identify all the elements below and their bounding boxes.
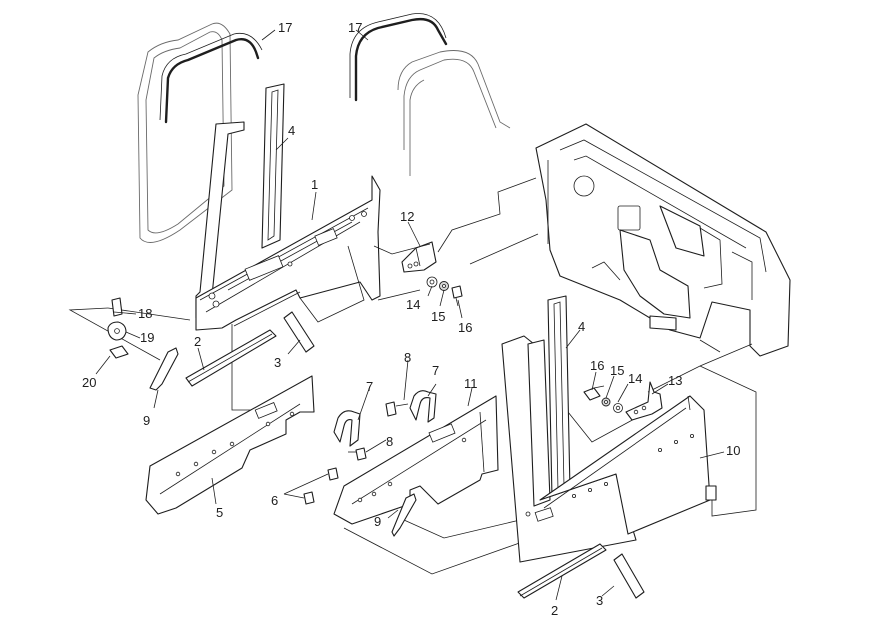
callout-16-upper: 16 bbox=[458, 320, 472, 335]
lower-panel-middle bbox=[333, 395, 499, 525]
callout-15-upper: 15 bbox=[431, 309, 445, 324]
pillar-left bbox=[261, 83, 285, 249]
bolt-upper bbox=[385, 401, 409, 417]
callout-20: 20 bbox=[82, 375, 96, 390]
grip-handle-right bbox=[409, 390, 437, 423]
assembly-guide-lines bbox=[68, 177, 757, 575]
callout-16-lower: 16 bbox=[590, 358, 604, 373]
rear-window-frame bbox=[137, 22, 233, 243]
callout-17-left: 17 bbox=[278, 20, 292, 35]
front-window-frame bbox=[397, 50, 511, 176]
cover-block-lower bbox=[613, 553, 645, 599]
door-seal-left bbox=[164, 38, 260, 124]
corner-seal-lower bbox=[391, 493, 417, 537]
callout-19: 19 bbox=[140, 330, 154, 345]
rubber-pad bbox=[109, 345, 129, 359]
callout-12: 12 bbox=[400, 209, 414, 224]
side-panel-right bbox=[501, 335, 717, 563]
hinge-bracket-lower bbox=[625, 381, 663, 421]
hinge-bracket-upper bbox=[401, 241, 437, 273]
callout-leaders bbox=[95, 29, 725, 601]
callout-5: 5 bbox=[216, 505, 223, 520]
callout-9-lower: 9 bbox=[374, 514, 381, 529]
callout-6: 6 bbox=[271, 493, 278, 508]
callout-11: 11 bbox=[464, 376, 478, 391]
callout-13: 13 bbox=[668, 373, 682, 388]
pillar-right bbox=[547, 295, 571, 499]
callout-labels: 1 2 2 3 3 4 4 5 6 7 7 8 8 9 9 10 11 12 1… bbox=[82, 20, 740, 618]
cab-floor-frame bbox=[535, 123, 791, 357]
callout-8-lower: 8 bbox=[386, 434, 393, 449]
callout-4-lower: 4 bbox=[578, 319, 585, 334]
rubber-block bbox=[111, 297, 123, 317]
grommet bbox=[107, 321, 127, 341]
callout-7-right: 7 bbox=[432, 363, 439, 378]
trim-strip-upper bbox=[185, 329, 277, 387]
callout-3-lower: 3 bbox=[596, 593, 603, 608]
corner-seal-upper bbox=[149, 347, 179, 391]
lower-panel-left bbox=[145, 375, 315, 515]
callout-14-lower: 14 bbox=[628, 371, 642, 386]
screw-pair bbox=[303, 467, 339, 505]
callout-1: 1 bbox=[311, 177, 318, 192]
callout-15-lower: 15 bbox=[610, 363, 624, 378]
bolt-washer-set-lower bbox=[583, 385, 623, 413]
callout-17-right: 17 bbox=[348, 20, 362, 35]
callout-9-upper: 9 bbox=[143, 413, 150, 428]
door-seal-right bbox=[354, 17, 448, 102]
cover-block-upper bbox=[283, 311, 315, 353]
callout-10: 10 bbox=[726, 443, 740, 458]
callout-14-upper: 14 bbox=[406, 297, 420, 312]
bolt-washer-set-upper bbox=[426, 276, 463, 307]
rear-panel bbox=[195, 121, 381, 331]
callout-8-upper: 8 bbox=[404, 350, 411, 365]
callout-2-upper: 2 bbox=[194, 334, 201, 349]
callout-3-upper: 3 bbox=[274, 355, 281, 370]
bolt-lower bbox=[348, 447, 367, 461]
callout-2-lower: 2 bbox=[551, 603, 558, 618]
grip-handle-left bbox=[333, 410, 361, 447]
callout-4-upper: 4 bbox=[288, 123, 295, 138]
callout-18: 18 bbox=[138, 306, 152, 321]
callout-7-left: 7 bbox=[366, 379, 373, 394]
